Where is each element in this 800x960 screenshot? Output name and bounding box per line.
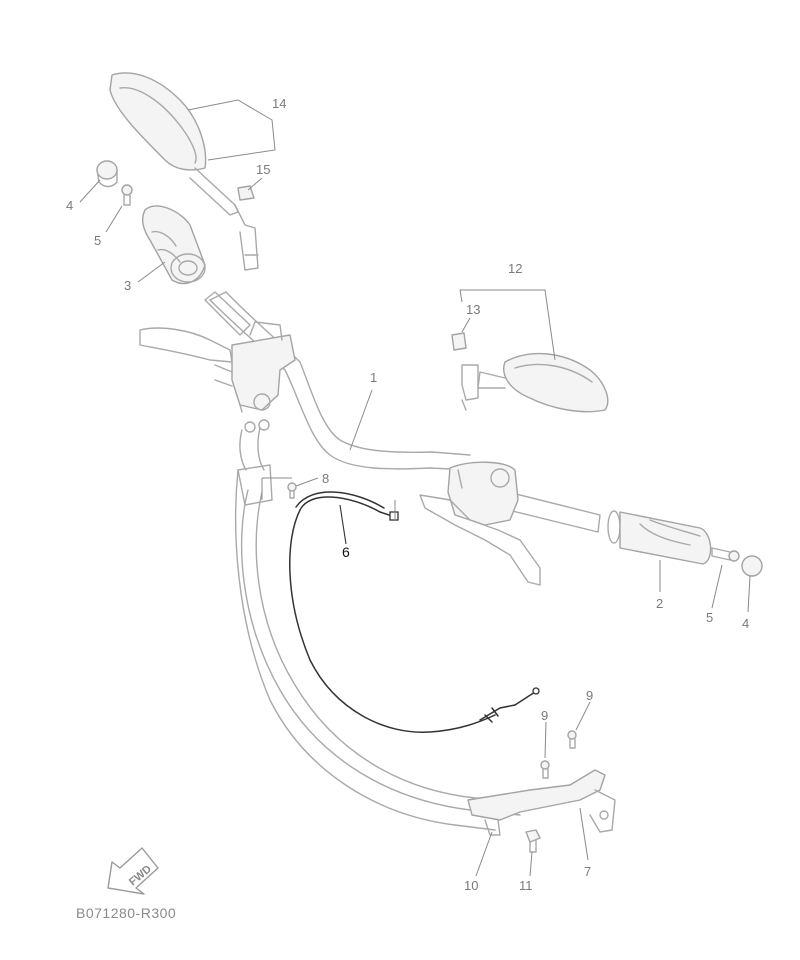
leader-line-6 xyxy=(339,504,347,545)
callout-4-left: 4 xyxy=(66,198,73,213)
fwd-arrow-icon: FWD xyxy=(107,847,159,895)
callout-5-right: 5 xyxy=(706,610,713,625)
left-grip-part xyxy=(142,205,251,336)
callout-13: 13 xyxy=(466,302,480,317)
callout-9-right: 9 xyxy=(586,688,593,703)
callout-11: 11 xyxy=(519,878,533,893)
callout-15: 15 xyxy=(256,162,270,177)
throttle-cable-part xyxy=(289,491,540,733)
callout-3: 3 xyxy=(124,278,131,293)
callout-6: 6 xyxy=(342,544,350,560)
callout-9-left: 9 xyxy=(541,708,548,723)
callout-7: 7 xyxy=(584,864,591,879)
callout-4-right: 4 xyxy=(742,616,749,631)
callout-1: 1 xyxy=(370,370,377,385)
diagram-code: B071280-R300 xyxy=(76,905,176,921)
callout-8: 8 xyxy=(322,471,329,486)
callout-14: 14 xyxy=(272,96,286,111)
callout-5-left: 5 xyxy=(94,233,101,248)
cable-routing xyxy=(234,419,531,831)
lower-bracket-part xyxy=(467,769,616,836)
left-bar-end-screw xyxy=(121,184,133,206)
left-bar-end-weight xyxy=(96,160,118,188)
callout-12: 12 xyxy=(508,261,522,276)
left-clamp-assembly xyxy=(139,321,296,413)
callout-2: 2 xyxy=(656,596,663,611)
handlebar-part xyxy=(209,291,601,533)
right-mirror-nut xyxy=(451,332,467,351)
right-grip-part xyxy=(607,510,712,565)
leader-lines xyxy=(79,99,751,877)
right-clamp-assembly xyxy=(419,461,541,586)
bracket-bolt-part-2 xyxy=(567,730,577,749)
bracket-bolt-part xyxy=(540,760,550,779)
right-mirror-part xyxy=(461,352,609,413)
right-bar-end-screw xyxy=(711,547,740,562)
left-mirror-nut xyxy=(237,185,255,201)
callout-labels: 1 2 3 4 4 5 5 6 7 8 9 9 10 11 12 13 14 1… xyxy=(66,96,749,893)
right-bar-end-weight xyxy=(741,555,763,577)
clamp-bolt-part xyxy=(525,829,541,853)
callout-10: 10 xyxy=(464,878,478,893)
left-mirror-part xyxy=(109,72,259,271)
cable-screw-part xyxy=(287,482,297,499)
